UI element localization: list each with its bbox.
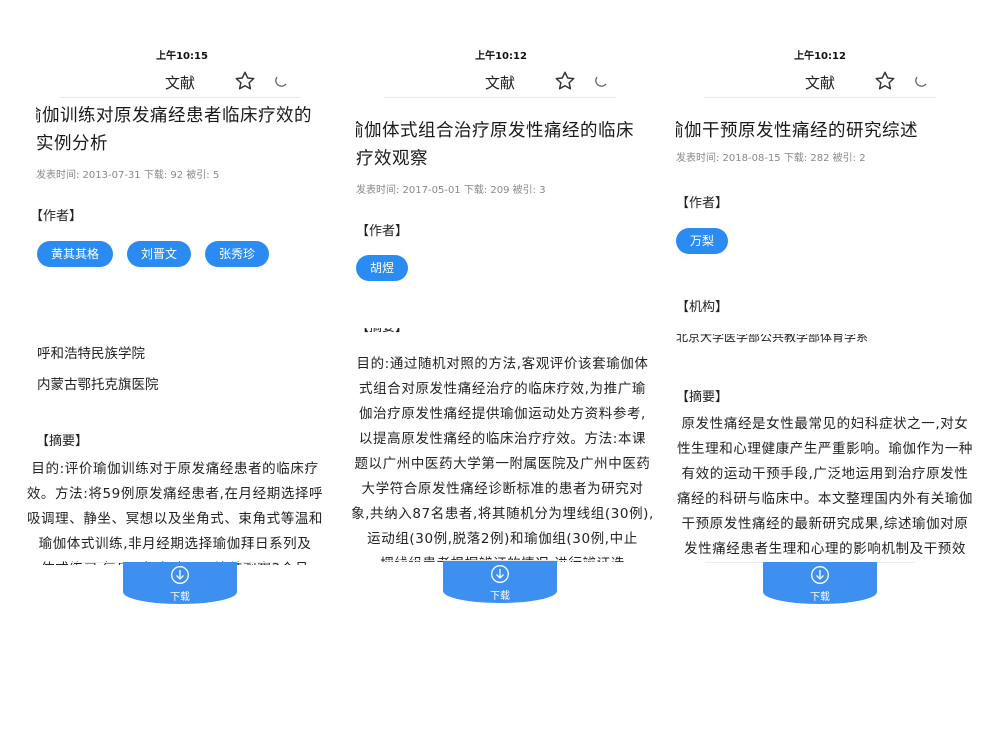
abstract-label: 【摘要】 — [356, 328, 408, 336]
nav-divider — [60, 97, 300, 98]
nav-title: 文献 — [805, 74, 836, 92]
download-button[interactable]: 下载 — [123, 562, 237, 604]
nav-divider — [704, 97, 936, 98]
author-pill[interactable]: 胡煜 — [356, 255, 409, 281]
author-list: 黄其其格刘晋文张秀珍 — [37, 241, 283, 267]
author-pill[interactable]: 黄其其格 — [37, 241, 114, 267]
loading-spinner-icon — [595, 76, 607, 87]
download-icon — [171, 566, 189, 584]
author-list: 万梨 — [676, 228, 742, 254]
abstract-text: 目的:通过随机对照的方法,客观评价该套瑜伽体 式组合对原发性痛经治疗的临床疗效,… — [351, 356, 654, 562]
institution: 呼和浩特民族学院 — [37, 346, 145, 362]
author-pill[interactable]: 刘晋文 — [127, 241, 192, 267]
article-meta: 发表时间: 2013-07-31 下载: 92 被引: 5 — [36, 170, 220, 181]
institution-label: 【机构】 — [676, 300, 729, 315]
status-time: 上午10:12 — [475, 51, 527, 62]
download-label: 下载 — [810, 592, 830, 603]
download-icon — [811, 566, 829, 584]
star-icon[interactable] — [234, 70, 256, 92]
authors-label: 【作者】 — [676, 196, 729, 211]
status-time: 上午10:12 — [794, 51, 846, 62]
loading-spinner-icon — [915, 76, 927, 87]
star-icon[interactable] — [554, 70, 576, 92]
nav-title: 文献 — [165, 74, 196, 92]
author-pill[interactable]: 张秀珍 — [205, 241, 270, 267]
nav-divider — [384, 97, 616, 98]
nav-title: 文献 — [485, 74, 516, 92]
article-meta: 发表时间: 2018-08-15 下载: 282 被引: 2 — [676, 153, 866, 164]
article-header: 瑜伽体式组合治疗原发性痛经的临床 疗效观察 发表时间: 2017-05-01 下… — [356, 117, 660, 196]
institution: 北京大学医学部公共教学部体育学系 — [676, 334, 869, 343]
abstract-text: 原发性痛经是女性最常见的妇科症状之一,对女 性生理和心理健康产生严重影响。瑜伽作… — [676, 416, 974, 557]
download-button[interactable]: 下载 — [763, 562, 877, 604]
nav-bar: 文献 — [330, 68, 660, 98]
abstract-label: 【摘要】 — [676, 390, 729, 405]
literature-screen-1: 上午10:15 文献 瑜伽训练对原发痛经患者临床疗效的 实例分析 发表时间: 2… — [0, 0, 330, 750]
institution: 内蒙古鄂托克旗医院 — [37, 377, 159, 393]
nav-bar: 文献 — [660, 68, 1000, 98]
author-pill[interactable]: 万梨 — [676, 228, 729, 254]
loading-spinner-icon — [275, 76, 287, 87]
download-button[interactable]: 下载 — [443, 561, 557, 603]
abstract-label: 【摘要】 — [36, 434, 89, 449]
article-title: 瑜伽干预原发性痛经的研究综述 — [676, 121, 918, 141]
nav-bar: 文献 — [0, 68, 330, 98]
bottom-divider — [385, 560, 595, 561]
article-header: 瑜伽训练对原发痛经患者临床疗效的 实例分析 发表时间: 2013-07-31 下… — [36, 102, 330, 181]
authors-label: 【作者】 — [356, 224, 409, 239]
download-icon — [491, 565, 509, 583]
literature-screen-3: 上午10:12 文献 瑜伽干预原发性痛经的研究综述 发表时间: 2018-08-… — [660, 0, 1000, 750]
status-time: 上午10:15 — [156, 51, 208, 62]
star-icon[interactable] — [874, 70, 896, 92]
article-title: 瑜伽训练对原发痛经患者临床疗效的 实例分析 — [36, 106, 312, 154]
author-list: 胡煜 — [356, 255, 422, 281]
article-header: 瑜伽干预原发性痛经的研究综述 发表时间: 2018-08-15 下载: 282 … — [676, 117, 996, 164]
article-meta: 发表时间: 2017-05-01 下载: 209 被引: 3 — [356, 185, 546, 196]
abstract-text: 目的:评价瑜伽训练对于原发痛经患者的临床疗 效。方法:将59例原发痛经患者,在月… — [26, 461, 324, 565]
literature-screen-2: 上午10:12 文献 瑜伽体式组合治疗原发性痛经的临床 疗效观察 发表时间: 2… — [330, 0, 660, 750]
download-label: 下载 — [490, 591, 510, 602]
download-label: 下载 — [170, 592, 190, 603]
article-title: 瑜伽体式组合治疗原发性痛经的临床 疗效观察 — [356, 121, 634, 169]
authors-label: 【作者】 — [30, 209, 83, 224]
